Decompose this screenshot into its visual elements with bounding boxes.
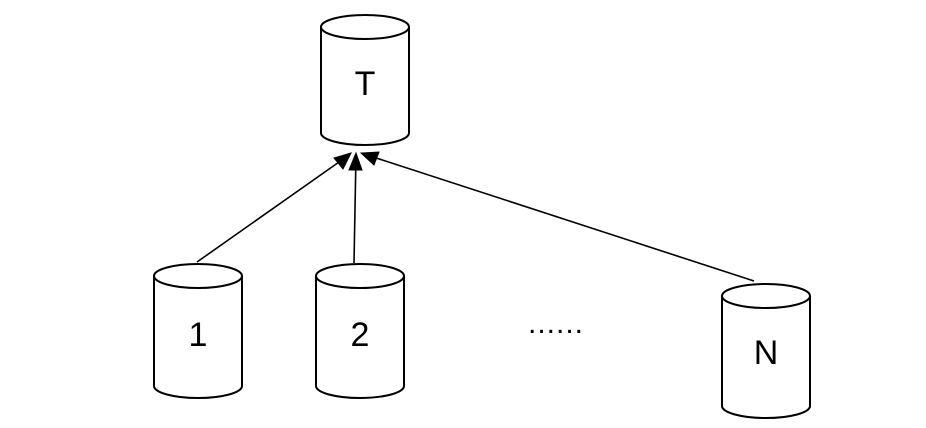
cylinder-top-source-1 <box>153 263 243 289</box>
arrowhead-source-2 <box>348 151 363 171</box>
arrowhead-source-n <box>359 151 380 166</box>
cylinder-top-target <box>320 14 410 40</box>
node-target: T <box>320 14 410 146</box>
ellipsis-text: ...... <box>528 307 584 340</box>
node-label-source-n: N <box>754 334 779 372</box>
cylinder-body-source-n <box>721 296 811 419</box>
cylinder-top-source-2 <box>315 263 405 289</box>
node-source-n: N <box>721 283 811 419</box>
cylinder-body-source-1 <box>153 276 243 399</box>
arrowhead-source-1 <box>333 152 352 170</box>
cylinder-body-target <box>320 27 410 146</box>
node-source-2: 2 <box>315 263 405 399</box>
node-label-target: T <box>355 65 376 103</box>
edge-source-1-to-target <box>196 154 350 263</box>
node-source-1: 1 <box>153 263 243 399</box>
edge-source-n-to-target <box>363 153 755 282</box>
edges <box>196 151 755 282</box>
cylinder-body-source-2 <box>315 276 405 399</box>
node-label-source-2: 2 <box>351 316 370 354</box>
node-label-source-1: 1 <box>189 316 208 354</box>
edge-source-2-to-target <box>353 154 357 264</box>
cylinder-top-source-n <box>721 283 811 309</box>
